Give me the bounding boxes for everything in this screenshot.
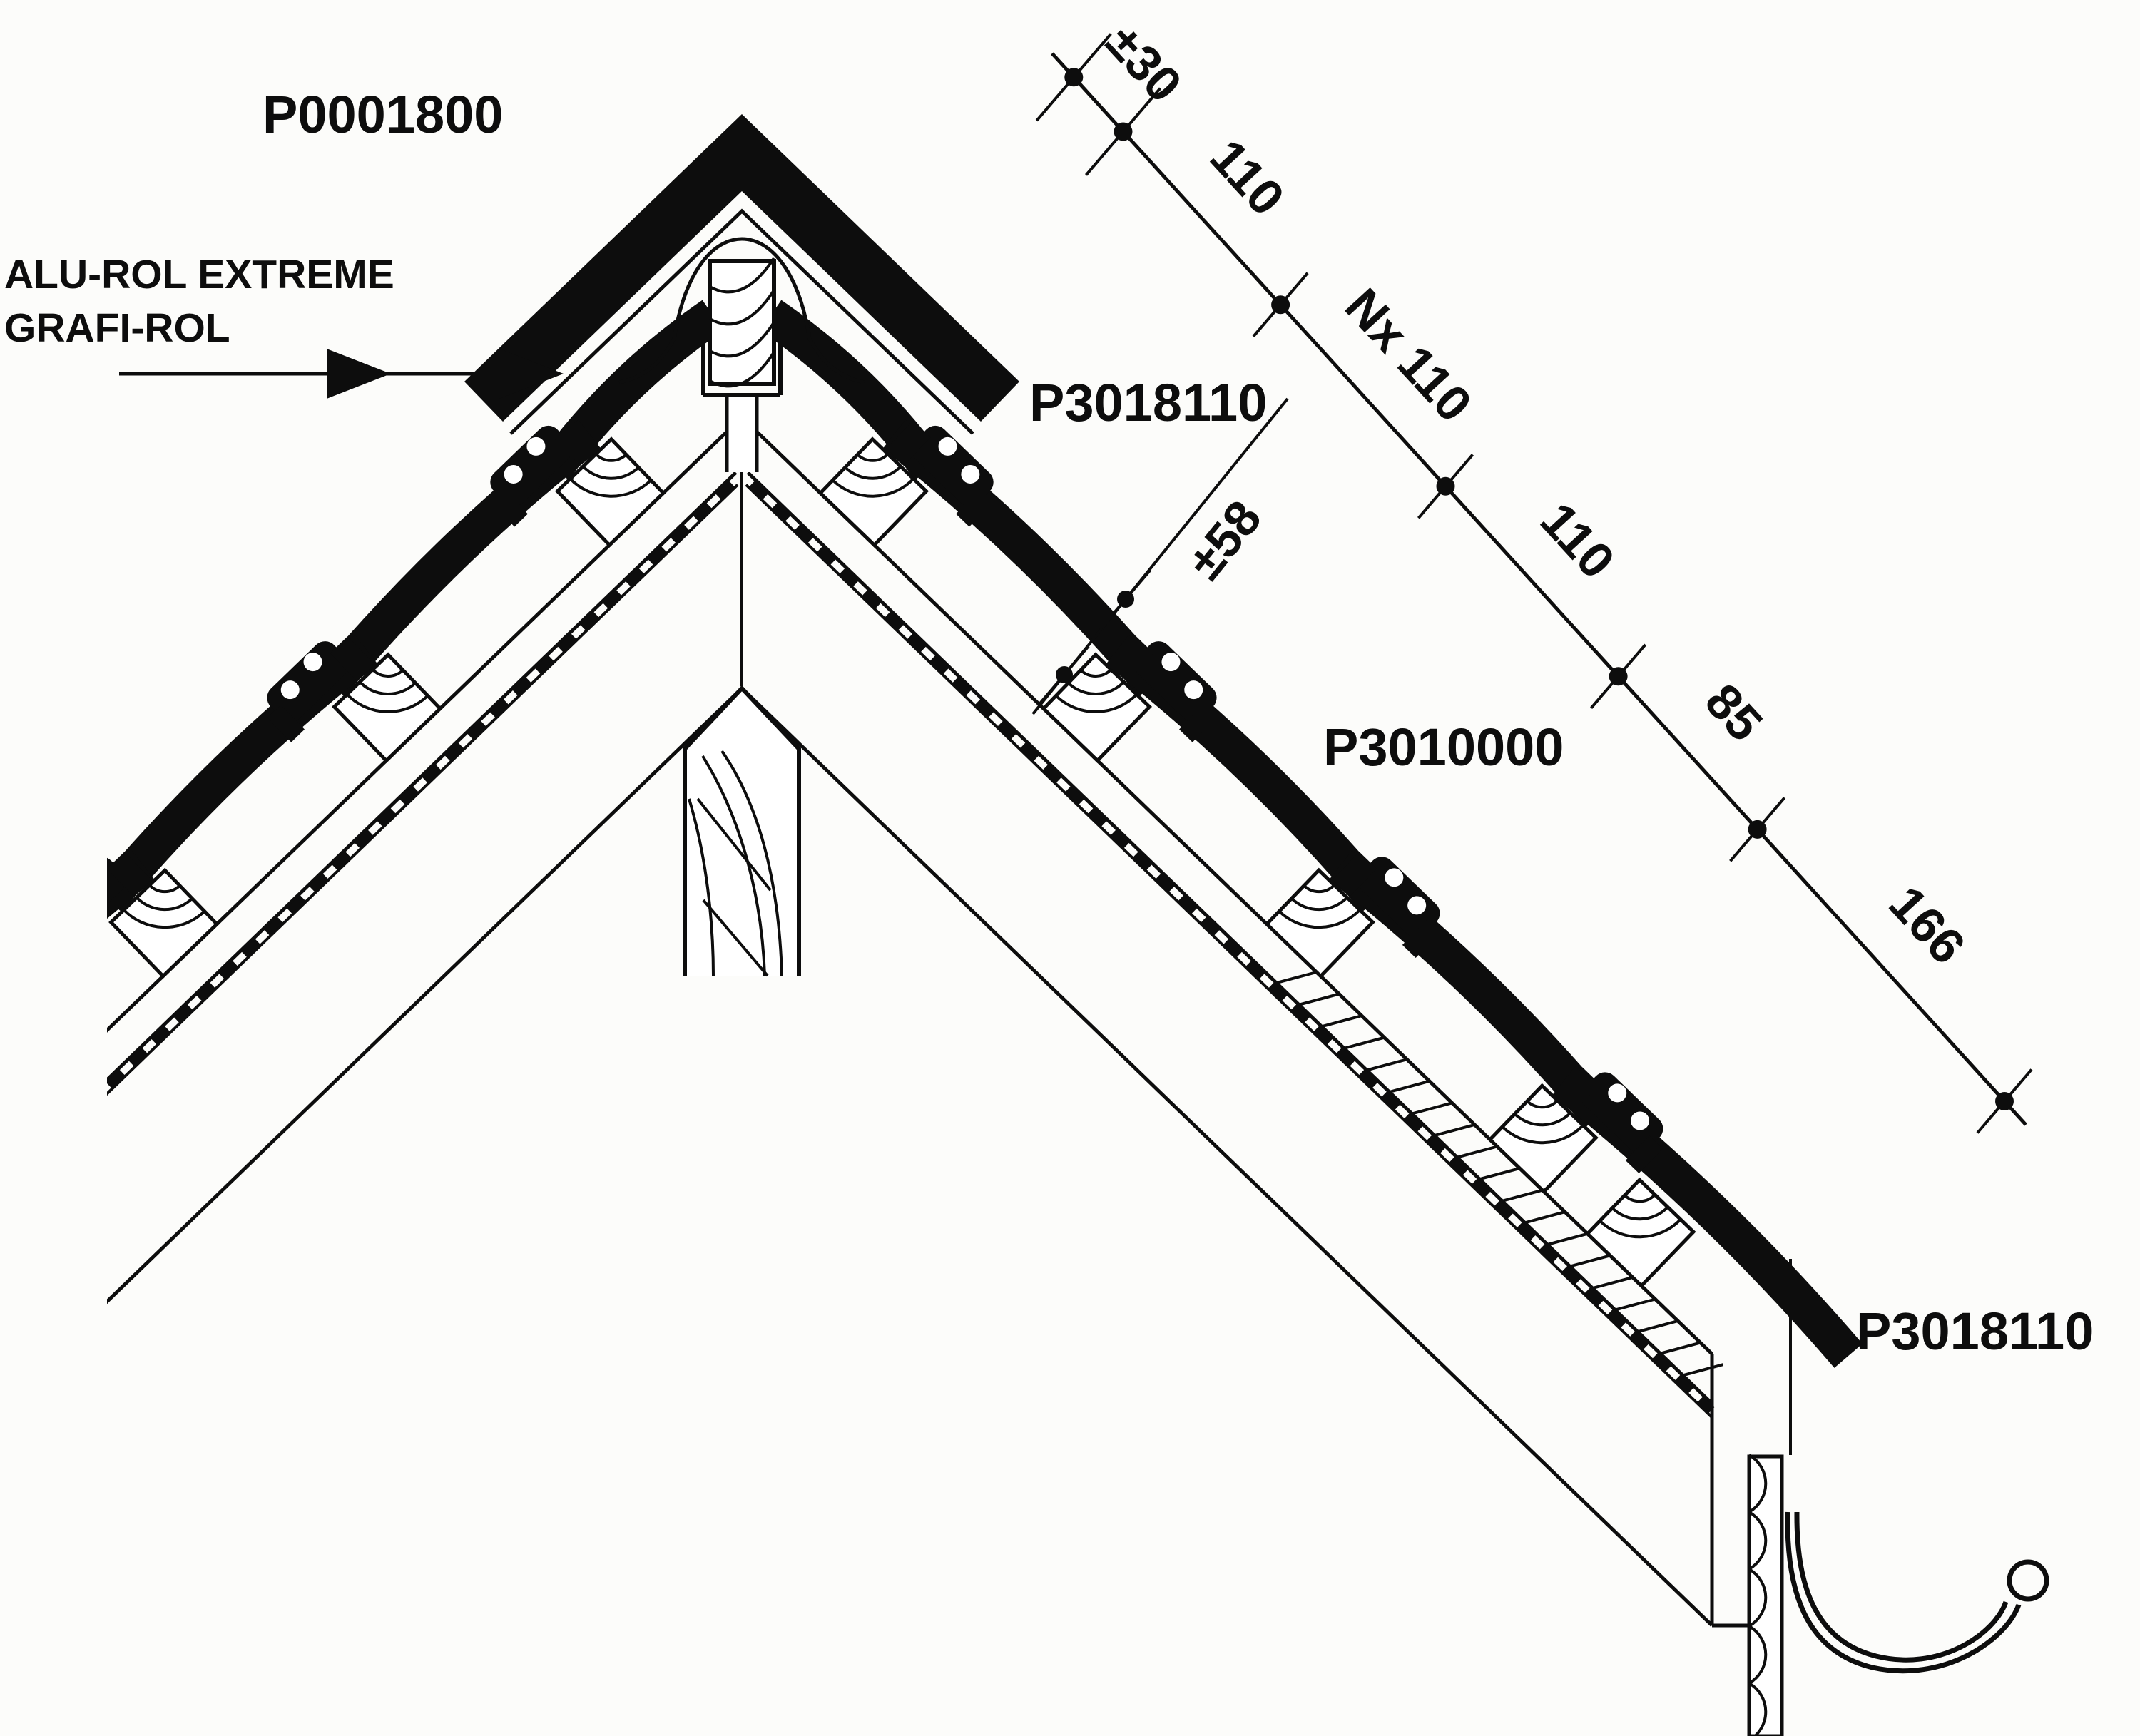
dim-spacing-lower: 85 — [1695, 673, 1773, 752]
dim-spacing-repeat: Nx 110 — [1335, 278, 1482, 432]
label-mid-tile-code: P3010000 — [1323, 718, 1564, 777]
label-roll-product-line2: GRAFI-ROL — [4, 305, 230, 351]
dimension-labels: ±30 110 Nx 110 110 85 166 ±58 — [1096, 14, 1976, 975]
dim-eave-distance: 166 — [1878, 875, 1975, 974]
dim-spacing-mid: 110 — [1530, 492, 1626, 589]
diagram-linework — [107, 33, 2049, 1736]
dim-spacing-top: 110 — [1200, 129, 1295, 226]
label-top-tile-code: P3018110 — [1029, 373, 1268, 432]
label-eave-tile-code: P3018110 — [1856, 1302, 2094, 1361]
label-roll-product-line1: ALU-ROL EXTREME — [4, 252, 394, 297]
dim-headlap: ±58 — [1176, 490, 1272, 589]
label-ridge-cap-code: P0001800 — [263, 85, 504, 144]
dim-ridge-offset: ±30 — [1096, 14, 1193, 113]
